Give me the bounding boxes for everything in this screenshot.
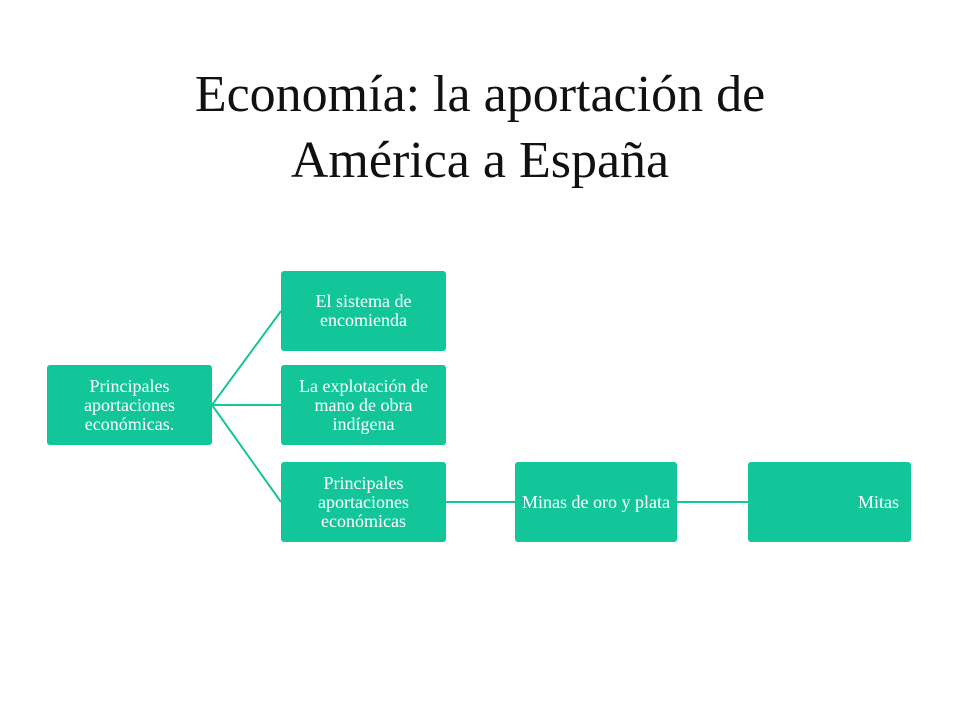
connector-root-to-encomienda (211, 310, 282, 406)
node-encomienda: El sistema de encomienda (281, 271, 446, 351)
node-mitas: Mitas (748, 462, 911, 542)
node-encomienda-label: El sistema de encomienda (315, 291, 412, 330)
node-root: Principales aportaciones económicas. (47, 365, 212, 445)
node-root-label: Principales aportaciones económicas. (84, 375, 175, 434)
node-explotacion-label: La explotación de mano de obra indígena (299, 375, 428, 434)
connector-root-to-aportaciones (211, 404, 282, 503)
node-aportaciones: Principales aportaciones económicas (281, 462, 446, 542)
slide-title: Economía: la aportación de América a Esp… (0, 62, 960, 194)
title-line-1: Economía: la aportación de (194, 66, 766, 123)
node-aportaciones-label: Principales aportaciones económicas (318, 472, 409, 531)
title-line-2: América a España (290, 132, 670, 189)
node-explotacion: La explotación de mano de obra indígena (281, 365, 446, 445)
node-minas-label: Minas de oro y plata (522, 491, 670, 512)
node-minas: Minas de oro y plata (515, 462, 677, 542)
node-mitas-label: Mitas (857, 491, 899, 512)
